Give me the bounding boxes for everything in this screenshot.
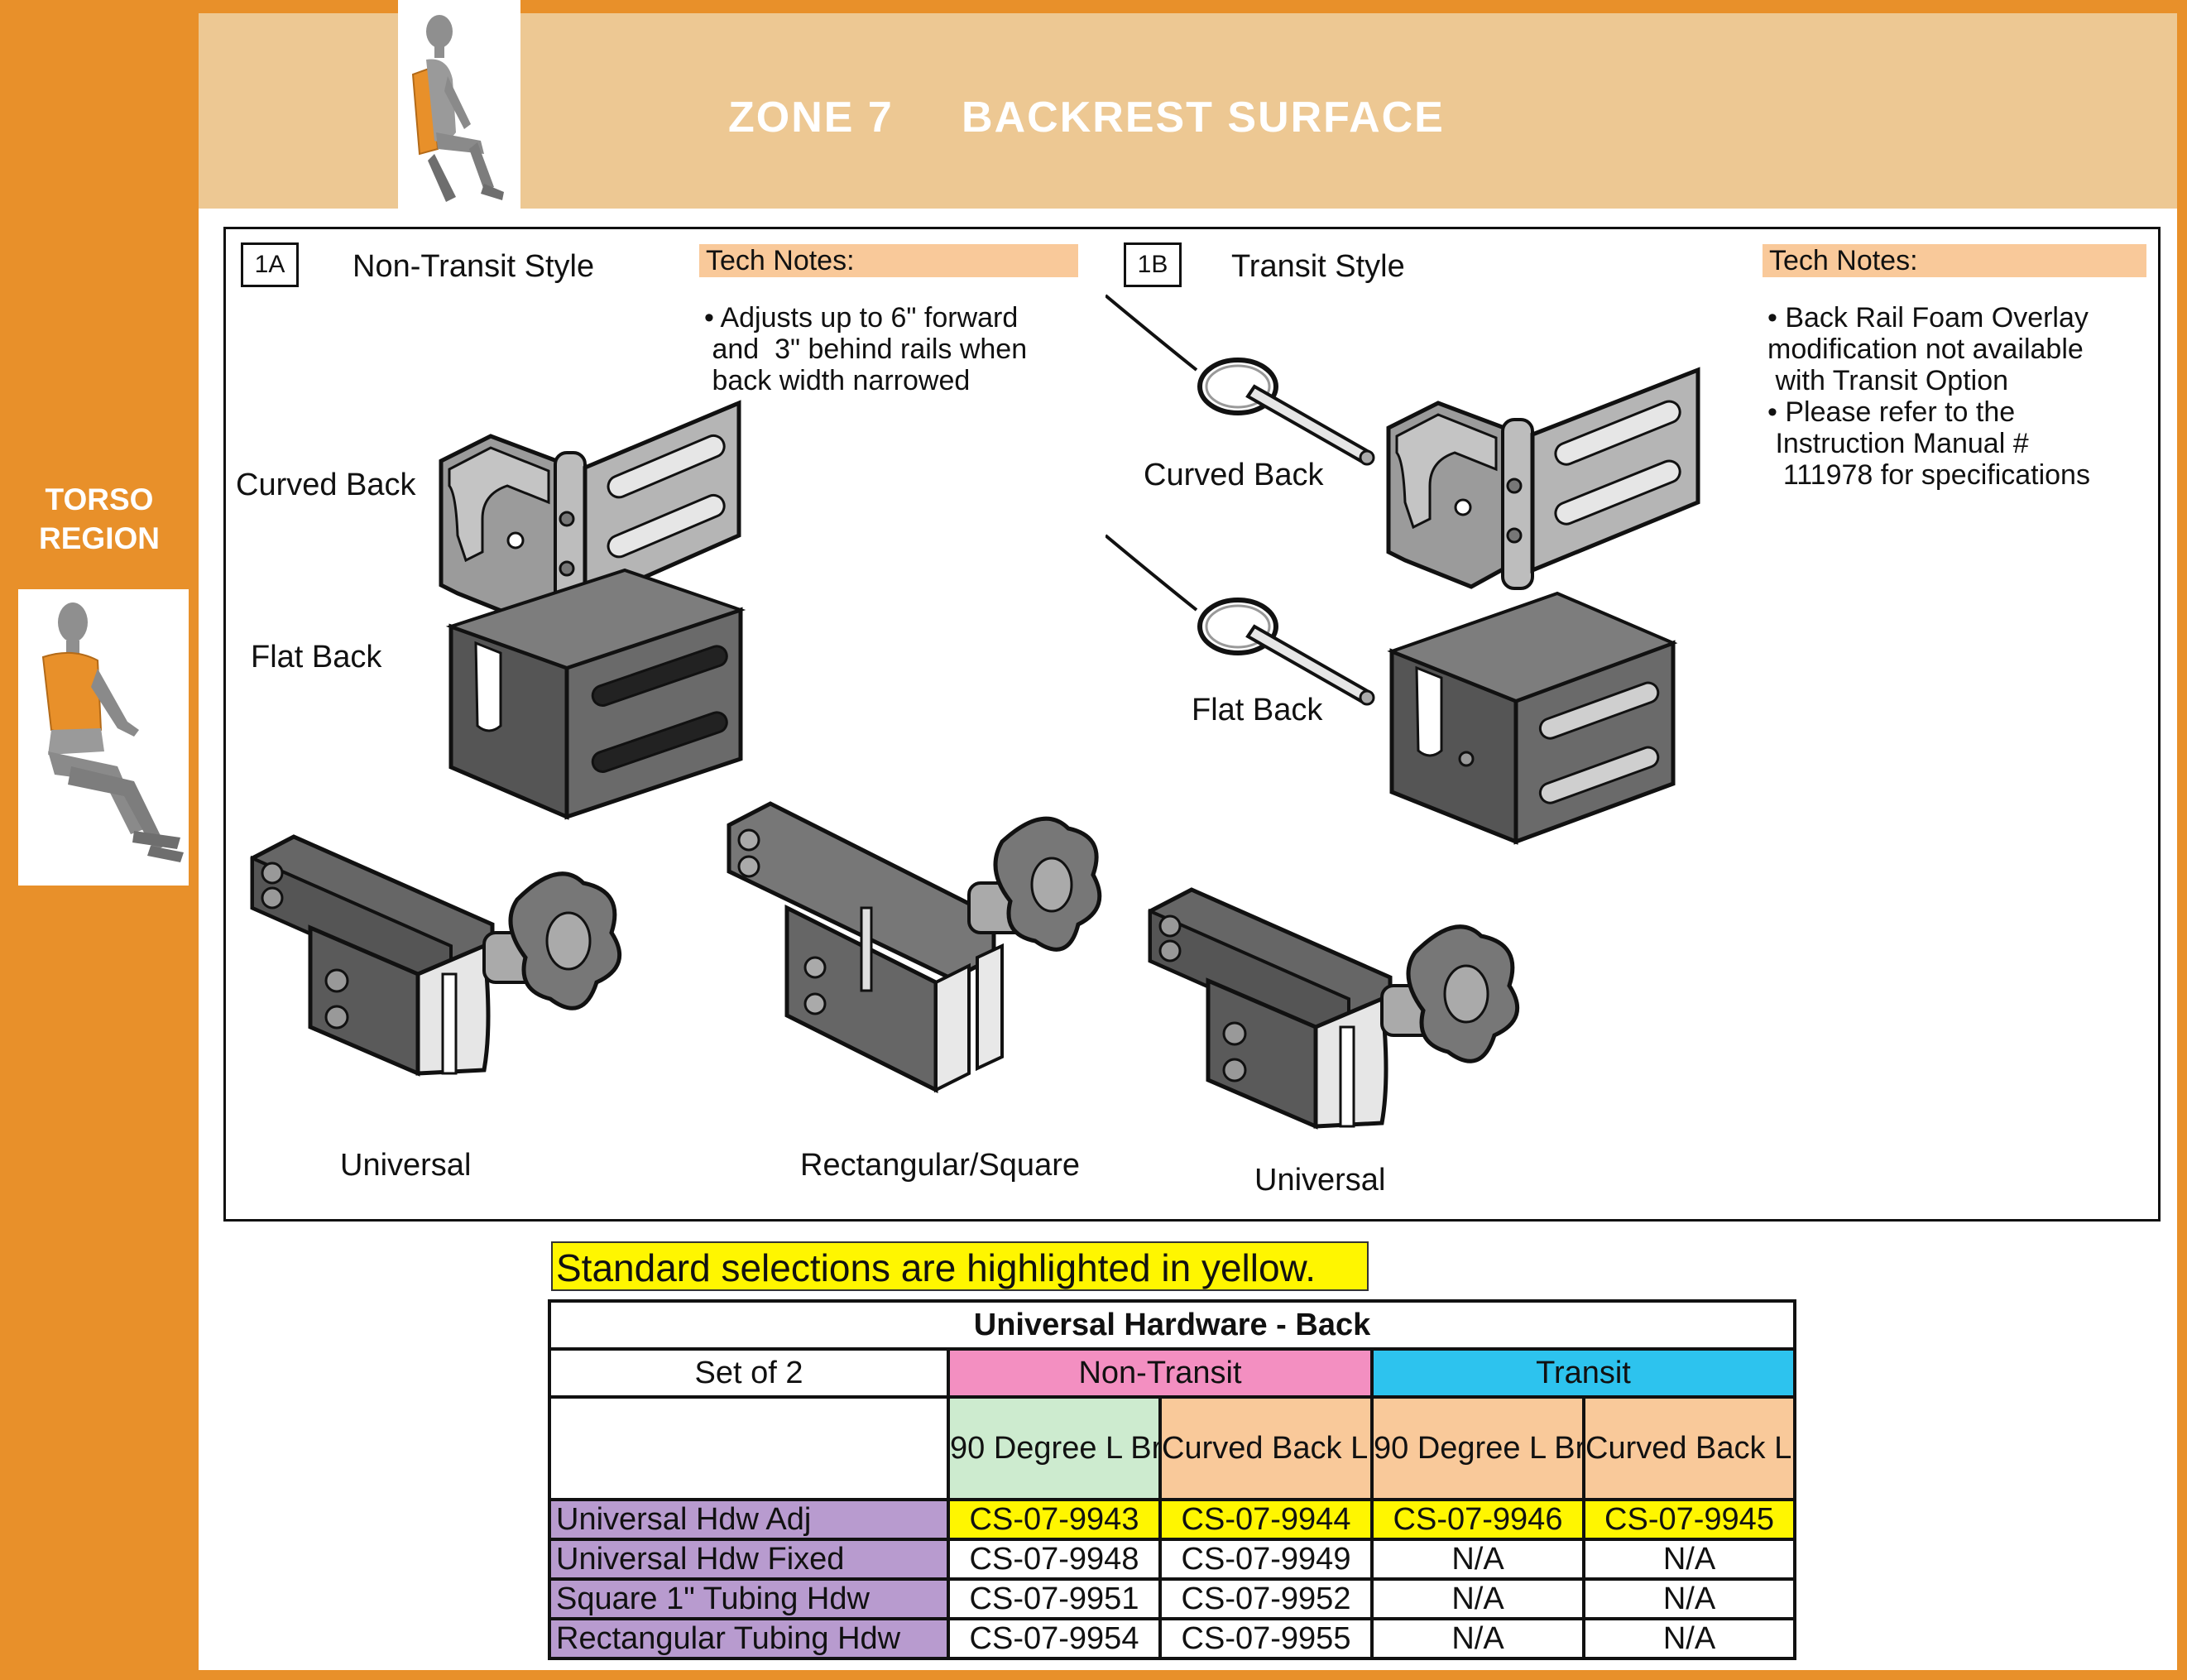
panel-title: Non-Transit Style — [353, 249, 595, 284]
column-header: 90 Degree L Bracket — [1370, 1395, 1585, 1501]
transit-curved-back-bracket-illustration — [1386, 367, 1700, 590]
top-orange-bar — [199, 0, 2187, 13]
part-number-cell: N/A — [1370, 1538, 1585, 1581]
tech-notes-text: • Adjusts up to 6" forward and 3" behind… — [704, 302, 1028, 396]
row-label: Rectangular Tubing Hdw — [548, 1617, 950, 1660]
non-transit-group-header: Non-Transit — [947, 1347, 1374, 1399]
transit-flat-back-bracket-illustration — [1387, 591, 1678, 845]
universal-label: Universal — [340, 1148, 472, 1183]
hardware-table: Universal Hardware - Back Set of 2 Non-T… — [547, 1299, 1797, 1660]
seated-figure-backrest-icon — [411, 15, 504, 202]
empty-header-cell — [548, 1395, 950, 1501]
table-row: Rectangular Tubing Hdw CS-07-9954 CS-07-… — [548, 1617, 1797, 1660]
universal-label: Universal — [1254, 1163, 1386, 1198]
quick-release-pin-illustration — [1105, 534, 1375, 706]
flat-back-label: Flat Back — [251, 640, 382, 674]
region-label-line2: REGION — [39, 521, 160, 555]
part-number-cell: N/A — [1581, 1538, 1797, 1581]
panel-non-transit: 1A Non-Transit Style Tech Notes: • Adjus… — [223, 227, 1110, 1222]
curved-back-label: Curved Back — [236, 468, 416, 502]
right-orange-bar — [2177, 0, 2187, 1680]
flat-back-label: Flat Back — [1192, 693, 1323, 727]
tech-notes-text: • Back Rail Foam Overlay modification no… — [1767, 302, 2090, 491]
universal-clamp-illustration — [250, 834, 622, 1077]
seated-figure-torso-icon — [41, 602, 184, 862]
part-number-cell: CS-07-9948 — [947, 1538, 1162, 1581]
column-header: Curved Back L Bracket — [1158, 1395, 1374, 1501]
seated-figure-zone-thumbnail — [398, 0, 520, 209]
quick-release-pin-illustration — [1105, 294, 1375, 466]
part-number-cell: CS-07-9945 — [1581, 1498, 1797, 1541]
curved-back-label: Curved Back — [1144, 458, 1324, 492]
row-label: Square 1" Tubing Hdw — [548, 1577, 950, 1620]
part-number-cell: CS-07-9951 — [947, 1577, 1162, 1620]
panel-tag: 1B — [1124, 242, 1182, 287]
transit-group-header: Transit — [1369, 1347, 1797, 1399]
part-number-cell: CS-07-9944 — [1158, 1498, 1374, 1541]
tech-notes-heading: Tech Notes: — [699, 244, 1078, 277]
part-number-cell: CS-07-9954 — [947, 1617, 1162, 1660]
region-label-line1: TORSO — [45, 482, 154, 516]
rectangular-square-label: Rectangular/Square — [800, 1148, 1080, 1183]
transit-universal-clamp-illustration — [1148, 887, 1520, 1130]
row-label: Universal Hdw Fixed — [548, 1538, 950, 1581]
header-band — [199, 13, 2177, 209]
region-label: TORSO REGION — [0, 480, 199, 558]
table-row: Universal Hdw Fixed CS-07-9948 CS-07-994… — [548, 1538, 1797, 1581]
table-row: Universal Hdw Adj CS-07-9943 CS-07-9944 … — [548, 1498, 1797, 1541]
part-number-cell: CS-07-9952 — [1158, 1577, 1374, 1620]
standard-selection-banner: Standard selections are highlighted in y… — [551, 1241, 1369, 1291]
set-of-two-header: Set of 2 — [548, 1347, 950, 1399]
table-row: Square 1" Tubing Hdw CS-07-9951 CS-07-99… — [548, 1577, 1797, 1620]
row-label: Universal Hdw Adj — [548, 1498, 950, 1541]
panel-transit: 1B Transit Style Tech Notes: • Back Rail… — [1105, 227, 2161, 1222]
part-number-cell: CS-07-9949 — [1158, 1538, 1374, 1581]
bottom-orange-bar — [199, 1670, 2187, 1680]
rectangular-clamp-illustration — [727, 801, 1102, 1094]
part-number-cell: CS-07-9955 — [1158, 1617, 1374, 1660]
page-title: ZONE 7 BACKREST SURFACE — [728, 94, 1445, 142]
part-number-cell: N/A — [1581, 1617, 1797, 1660]
column-header: Curved Back L Bracket — [1581, 1395, 1797, 1501]
part-number-cell: N/A — [1581, 1577, 1797, 1620]
table-title: Universal Hardware - Back — [547, 1299, 1797, 1351]
curved-back-bracket-illustration — [439, 400, 741, 623]
column-header: 90 Degree L Bracket — [947, 1395, 1162, 1501]
part-number-cell: N/A — [1370, 1617, 1585, 1660]
part-number-cell: CS-07-9943 — [947, 1498, 1162, 1541]
torso-region-thumbnail — [18, 589, 189, 886]
panel-tag: 1A — [241, 242, 299, 287]
panel-title: Transit Style — [1231, 249, 1405, 284]
flat-back-bracket-illustration — [445, 568, 746, 820]
part-number-cell: CS-07-9946 — [1370, 1498, 1585, 1541]
tech-notes-heading: Tech Notes: — [1763, 244, 2146, 277]
part-number-cell: N/A — [1370, 1577, 1585, 1620]
